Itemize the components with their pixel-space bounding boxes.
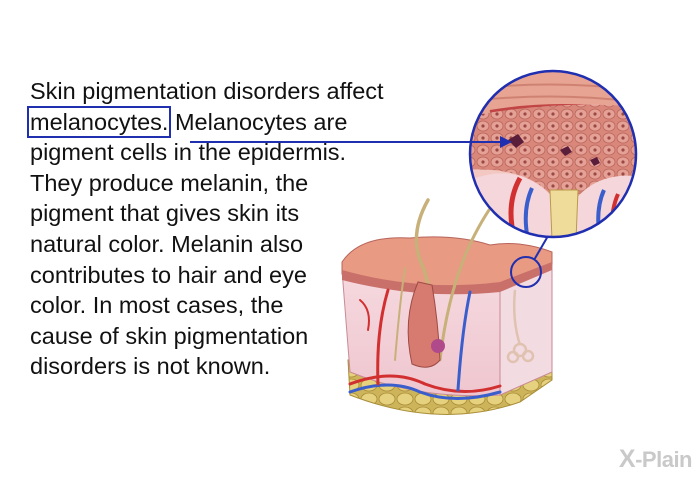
- blood-vessels: [348, 288, 502, 400]
- text-line-9: cause of skin pigmentation: [30, 322, 309, 349]
- text-line-6: natural color. Melanin also: [30, 230, 304, 257]
- x-plain-logo: X-Plain: [618, 445, 693, 474]
- logo-mark: X: [618, 445, 636, 473]
- sweat-gland: [506, 289, 535, 364]
- magnified-epidermis: [470, 71, 636, 237]
- text-line-7: contributes to hair and eye: [30, 261, 307, 288]
- hair-follicle: [407, 281, 445, 368]
- text-line-10: disorders is not known.: [30, 353, 271, 380]
- text-line-2: melanocytes. Melanocytes are: [26, 105, 450, 138]
- text-line-5: pigment that gives skin its: [30, 200, 300, 227]
- highlighted-term: melanocytes.: [26, 105, 172, 138]
- text-line-3: pigment cells in the epidermis.: [30, 139, 347, 166]
- pointer-arrowhead: [500, 136, 512, 148]
- magnified-circle-border: [468, 69, 638, 239]
- callout-small-circle: [510, 256, 542, 288]
- logo-text: -Plain: [635, 447, 692, 472]
- callout-connector: [533, 235, 549, 261]
- description-text: Skin pigmentation disorders affect melan…: [26, 76, 450, 382]
- text-line-2-rest: Melanocytes are: [174, 108, 348, 135]
- text-line-1: Skin pigmentation disorders affect: [30, 78, 384, 104]
- text-line-8: color. In most cases, the: [30, 292, 284, 319]
- epidermis-surface: [341, 236, 553, 295]
- text-line-4: They produce melanin, the: [30, 169, 309, 196]
